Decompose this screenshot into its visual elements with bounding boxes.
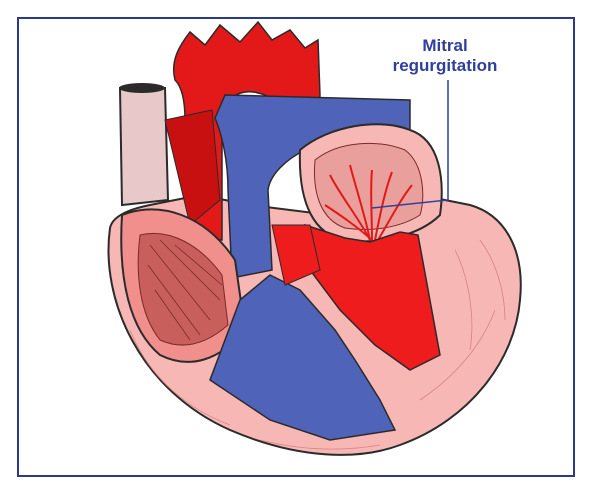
label-line-2: regurgitation: [392, 56, 498, 75]
aortic-outflow: [271, 224, 321, 286]
left-ventricle: [304, 223, 441, 371]
left-atrium-inner: [313, 142, 424, 230]
regurgitant-jet: [324, 164, 413, 241]
label-line-1: Mitral: [422, 36, 468, 55]
right-atrium-muscle: [137, 232, 229, 346]
annotation-pointer: [371, 80, 449, 209]
myocardium-texture: [129, 239, 506, 450]
vena-cava-opening: [119, 83, 165, 93]
right-ventricle: [209, 274, 397, 441]
right-atrium-striations: [147, 239, 223, 341]
superior-vena-cava: [118, 87, 170, 207]
mitral-regurgitation-label: Mitral regurgitation: [355, 36, 535, 76]
aorta-inner-shadow: [164, 109, 221, 226]
